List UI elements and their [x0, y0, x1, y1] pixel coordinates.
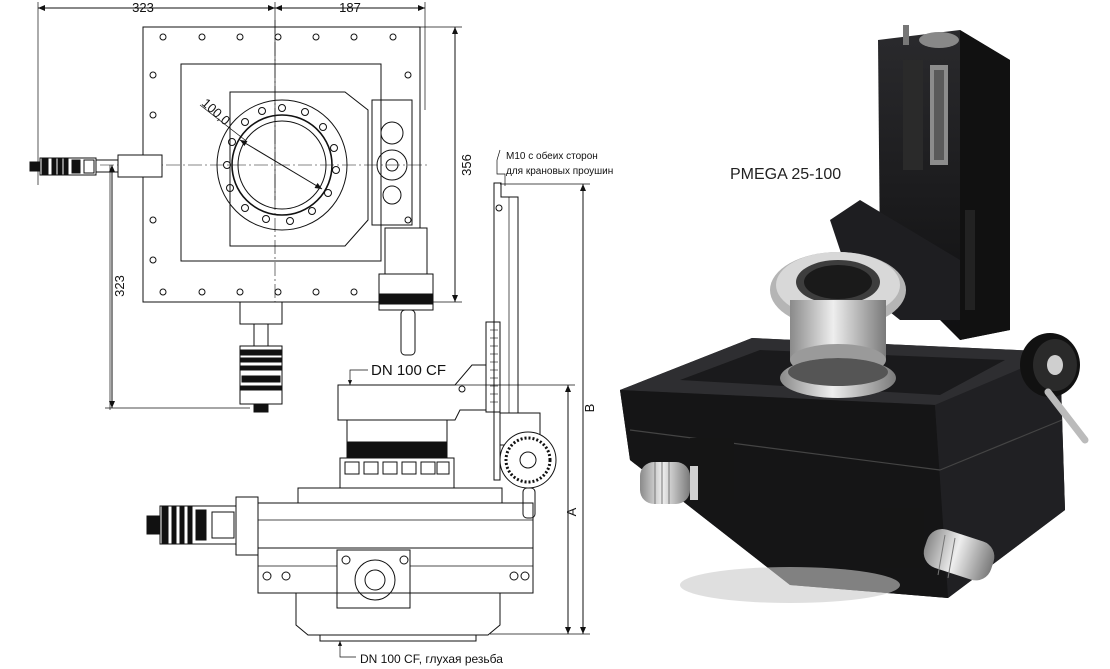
bottom-flange-port: [336, 549, 411, 609]
height-scale: [485, 321, 501, 413]
dim-label-b: B: [582, 404, 597, 413]
left-micrometer-mount: [117, 154, 163, 178]
render-front-micrometer: [640, 462, 698, 504]
dim-label-a: A: [564, 507, 579, 516]
dim-label-323-left: 323: [112, 275, 127, 297]
side-knob: [499, 431, 557, 489]
render-bottom-micrometer: [923, 529, 995, 581]
plate-mounting-holes: [149, 33, 412, 296]
stage-foot: [295, 592, 501, 636]
stage-body: [257, 502, 534, 549]
side-micrometer-head: [146, 505, 237, 545]
product-render: [620, 25, 1089, 603]
inner-plate: [180, 63, 382, 262]
dim-label-323-top: 323: [132, 0, 154, 15]
flange-label: DN 100 CF: [371, 362, 446, 379]
side-mechanism: [371, 99, 413, 226]
crane-note-line1: M10 с обеих сторон: [506, 150, 598, 162]
flange-block: [346, 419, 448, 443]
top-view: [29, 2, 462, 413]
dim-label-356: 356: [459, 154, 474, 176]
bottom-micrometer-head: [239, 345, 283, 413]
dim-label-diameter: 100,0: [199, 95, 233, 128]
bottom-micrometer-mount: [239, 301, 283, 325]
flange-housing: [229, 91, 369, 247]
side-micrometer-mount: [235, 496, 259, 556]
side-view: [146, 149, 590, 658]
flange-bolt-circle: [223, 104, 340, 225]
dim-label-187: 187: [339, 0, 361, 15]
left-micrometer-head: [29, 157, 97, 176]
crane-note-line2: для крановых проушин: [506, 166, 613, 177]
dim-line-diameter: [239, 139, 323, 190]
right-micrometer-knob: [378, 273, 434, 311]
product-name: PMEGA 25-100: [730, 166, 841, 183]
flange-bottom-label: DN 100 CF, глухая резьба: [360, 652, 503, 666]
